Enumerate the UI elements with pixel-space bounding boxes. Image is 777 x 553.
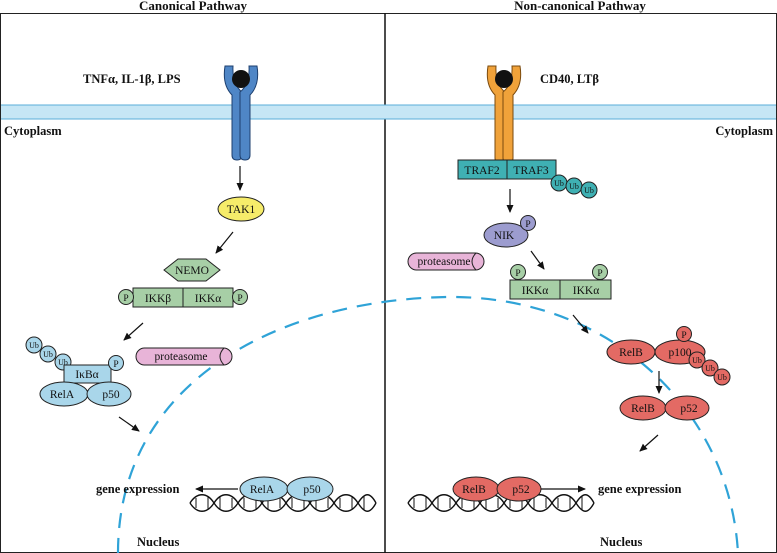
phospho-ikkb xyxy=(118,289,134,305)
noncanonical-title: Non-canonical Pathway xyxy=(514,0,646,13)
relb-label-1: RelB xyxy=(619,347,643,359)
nuclear-envelope xyxy=(116,295,740,553)
phospho-ikba-label: P xyxy=(113,360,118,370)
ub-traf-2-label: Ub xyxy=(569,182,579,191)
cytoplasm-label-right: Cytoplasm xyxy=(715,124,773,138)
p50-cytoplasm-label: p50 xyxy=(102,389,120,401)
nemo-node xyxy=(163,258,221,282)
arrow-ikk-ikba xyxy=(123,322,144,341)
nucleus-label-right: Nucleus xyxy=(600,535,643,549)
p50-cytoplasm xyxy=(86,381,132,407)
canonical-ligands: TNFα, IL-1β, LPS xyxy=(83,72,181,86)
noncanonical-pathway: CD40, LTβ TRAF2 TRAF3 Ub Ub Ub NIK P pro… xyxy=(407,65,731,512)
noncanonical-ligands: CD40, LTβ xyxy=(540,72,599,86)
ub-traf-1-label: Ub xyxy=(554,179,564,188)
relb-nucleus-label: RelB xyxy=(462,484,486,496)
ub-traf-3-label: Ub xyxy=(584,186,594,195)
nucleus-label-left: Nucleus xyxy=(137,535,180,549)
phospho-ikka-canonical xyxy=(232,289,248,305)
phospho-nik-label: P xyxy=(525,220,530,230)
gene-expression-canonical: gene expression xyxy=(96,482,179,496)
canonical-title: Canonical Pathway xyxy=(139,0,247,13)
ub-canonical-2-label: Ub xyxy=(43,350,53,359)
canonical-receptor xyxy=(223,65,259,161)
ikka-label-2: IKKα xyxy=(573,285,599,297)
p52-nucleus-label: p52 xyxy=(512,484,530,496)
ikka-label-canonical: IKKα xyxy=(195,293,221,305)
p50-nucleus-label: p50 xyxy=(303,484,321,496)
phospho-ikka-canonical-label: P xyxy=(237,294,242,304)
ikba-label: IκBα xyxy=(75,369,98,381)
phospho-ikba xyxy=(108,355,124,371)
ub-p100-3-label: Ub xyxy=(717,373,727,382)
cytoplasm-label-left: Cytoplasm xyxy=(4,124,62,138)
arrow-p52-nucleus xyxy=(639,434,659,452)
canonical-ligand-ball xyxy=(232,70,250,88)
phospho-p100-label: P xyxy=(681,331,686,341)
ub-p100-1-label: Ub xyxy=(692,356,702,365)
p52-cytoplasm-label: p52 xyxy=(680,403,698,415)
ub-p100-3 xyxy=(713,368,731,386)
phospho-ikka-right xyxy=(592,264,608,280)
noncanonical-ligand-ball xyxy=(495,70,513,88)
rela-cytoplasm-label: RelA xyxy=(50,389,75,401)
relb-label-2: RelB xyxy=(631,403,655,415)
ub-canonical-2 xyxy=(39,345,57,363)
ub-traf-3 xyxy=(580,181,598,199)
ikba-node xyxy=(63,364,112,384)
ub-canonical-1 xyxy=(25,336,43,354)
arrow-tak1-ikk xyxy=(215,231,234,254)
noncanonical-receptor xyxy=(486,65,522,164)
nik-label: NIK xyxy=(494,230,515,242)
arrow-ikba-nucleus xyxy=(118,416,140,432)
phospho-ikkb-label: P xyxy=(123,294,128,304)
phospho-ikka-right-label: P xyxy=(597,269,602,279)
phospho-nik xyxy=(520,215,536,231)
nik-node xyxy=(483,222,529,248)
ub-p100-2 xyxy=(701,359,719,377)
ub-p100-2-label: Ub xyxy=(705,364,715,373)
canonical-pathway: TNFα, IL-1β, LPS TAK1 NEMO IKKβ IKKα P P… xyxy=(25,65,377,512)
ub-p100-1 xyxy=(688,351,706,369)
proteasome-canonical-label: proteasome xyxy=(154,351,207,363)
nemo-label: NEMO xyxy=(175,265,209,277)
p50-nucleus xyxy=(286,476,334,502)
phospho-ikka-left xyxy=(510,264,526,280)
cell-membrane xyxy=(1,105,776,119)
ub-canonical-3-label: Ub xyxy=(58,358,68,367)
dna-helix-noncanonical xyxy=(407,494,595,512)
proteasome-canonical: proteasome xyxy=(135,347,233,366)
proteasome-noncanonical-label: proteasome xyxy=(417,256,470,268)
p100-label: p100 xyxy=(669,347,692,359)
arrow-nik-ikka xyxy=(530,250,545,270)
traf3-label: TRAF3 xyxy=(513,165,548,177)
rela-nucleus-label: RelA xyxy=(250,484,275,496)
traf2-label: TRAF2 xyxy=(464,165,499,177)
phospho-ikka-left-label: P xyxy=(515,269,520,279)
arrow-ikka-p100 xyxy=(572,314,589,334)
panel-frame xyxy=(0,13,777,553)
tak1-node xyxy=(217,196,265,222)
gene-expression-noncanonical: gene expression xyxy=(598,482,681,496)
phospho-p100 xyxy=(676,326,692,342)
proteasome-noncanonical: proteasome xyxy=(407,252,485,271)
ikkb-label: IKKβ xyxy=(145,293,171,305)
p52-cytoplasm xyxy=(664,395,710,421)
ub-canonical-1-label: Ub xyxy=(29,341,39,350)
ikka-label-1: IKKα xyxy=(522,285,548,297)
tak1-label: TAK1 xyxy=(227,204,256,216)
dna-helix-canonical xyxy=(189,494,377,512)
